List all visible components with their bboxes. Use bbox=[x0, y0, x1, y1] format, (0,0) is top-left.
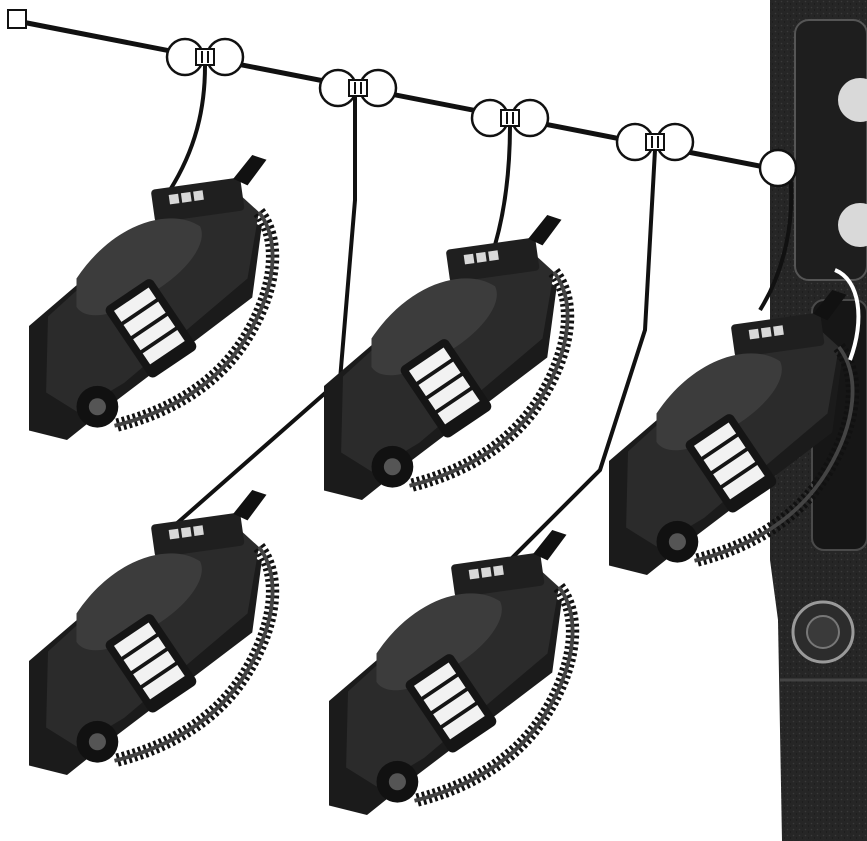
phone-1 bbox=[29, 155, 273, 440]
coupler-2 bbox=[320, 70, 396, 106]
phone-4 bbox=[29, 490, 273, 775]
square-end-icon bbox=[8, 10, 26, 28]
coupler-5 bbox=[760, 150, 796, 186]
phone-5 bbox=[329, 530, 573, 815]
phone-2 bbox=[324, 215, 568, 500]
